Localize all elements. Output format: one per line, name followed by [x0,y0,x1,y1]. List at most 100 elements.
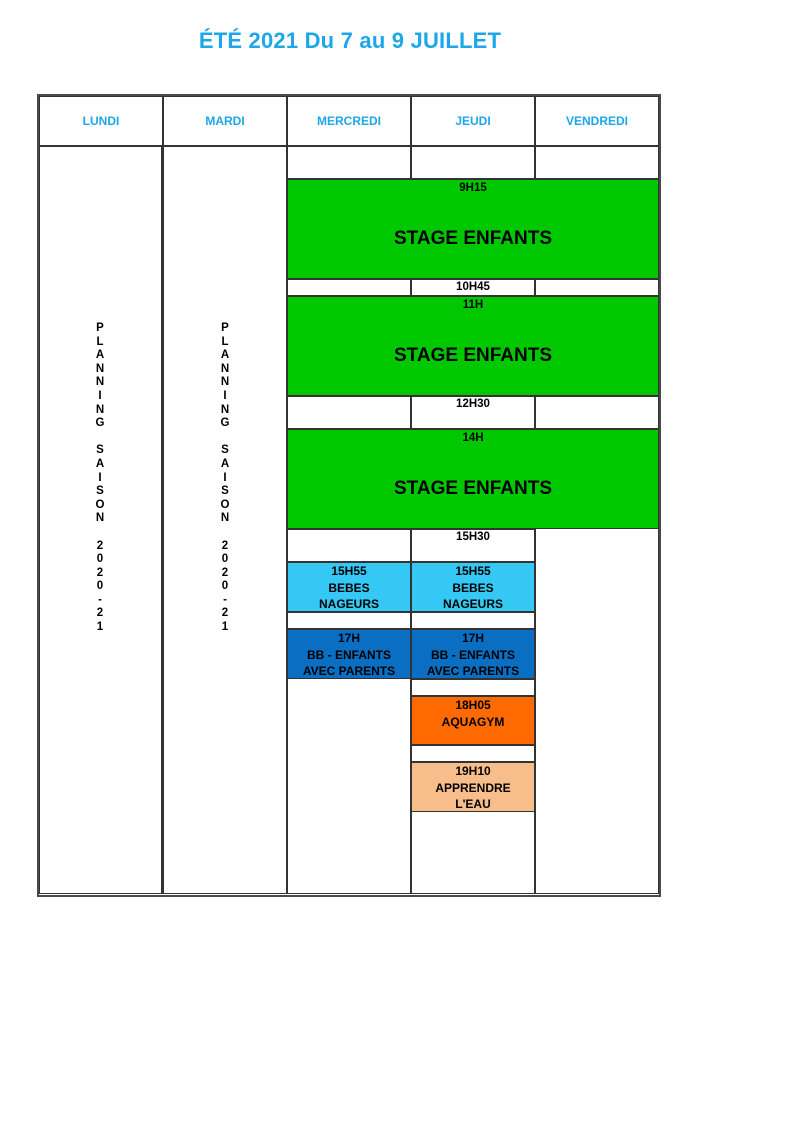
column-tuesday [163,146,287,894]
day-header-monday: LUNDI [39,96,163,146]
page-title: ÉTÉ 2021 Du 7 au 9 JUILLET [198,28,502,53]
empty-cell [535,396,659,429]
empty-cell [287,146,411,179]
empty-cell [287,396,411,429]
vertical-letter: P [96,322,104,334]
thursday-bebes-nageurs: 15H55 BEBES NAGEURS [411,562,535,612]
vertical-letter [90,526,110,540]
vertical-letter: A [95,349,105,362]
vertical-letter [90,431,110,445]
time-cell [411,279,535,296]
vertical-letter: 0 [96,580,104,593]
vertical-letter: A [220,457,230,470]
vertical-letter: 1 [221,621,229,634]
vertical-letter: 2 [221,539,229,552]
thursday-bb-enfants: 17H BB - ENFANTS AVEC PARENTS [411,629,535,679]
vertical-letter: S [221,485,229,498]
wed-bb-line2: AVEC PARENTS [302,664,396,678]
empty-cell [287,279,411,296]
thursday-apprendre-leau: 19H10 APPRENDRE L'EAU [411,762,535,812]
vertical-letter: P [221,322,229,334]
stage-3-label: STAGE ENFANTS [394,478,552,499]
thu-bb-time: 17H [461,631,484,645]
vertical-letter: N [220,403,230,416]
empty-cell [411,612,535,629]
apprendre-line1: APPRENDRE [435,780,511,795]
vertical-letter: G [220,417,230,430]
day-header-wednesday: MERCREDI [287,96,411,146]
stage-3-end-time: 15H30 [456,531,490,543]
wednesday-bebes-nageurs: 15H55 BEBES NAGEURS [287,562,411,612]
vertical-letter: 1 [96,621,104,634]
vertical-letter: O [220,498,230,511]
aquagym-time: 18H05 [455,698,491,712]
stage-2-start-time: 11H [462,299,484,311]
stage-2-label: STAGE ENFANTS [394,345,552,366]
vertical-letter: G [95,417,105,430]
thu-bebes-line2: NAGEURS [442,597,503,611]
empty-cell [535,146,659,179]
vertical-letter: O [95,498,105,511]
vertical-letter: I [223,471,227,484]
vertical-letter: N [95,403,105,416]
vertical-letter [215,526,235,540]
vertical-letter: A [95,457,105,470]
wed-bebes-line2: NAGEURS [318,597,379,611]
day-header-thursday: JEUDI [411,96,535,146]
thu-bebes-line1: BEBES [452,580,494,595]
vertical-letter: 0 [96,553,104,566]
vertical-letter: N [95,376,105,389]
vertical-letter: 2 [96,607,104,620]
wed-bb-time: 17H [337,631,360,645]
vertical-letter: 2 [221,566,229,579]
stage-1-end-time: 10H45 [456,281,490,293]
stage-block-1: 9H15 STAGE ENFANTS [287,179,659,279]
vertical-letter [215,431,235,445]
vertical-letter: N [220,512,230,525]
stage-1-start-time: 9H15 [459,182,487,194]
wednesday-bb-enfants: 17H BB - ENFANTS AVEC PARENTS [287,629,411,679]
vertical-letter: 0 [221,553,229,566]
empty-cell [411,745,535,762]
vertical-letter: S [96,444,104,457]
vertical-letter: 2 [96,539,104,552]
stage-2-end-time: 12H30 [456,398,490,410]
vertical-letter: S [221,444,229,457]
vertical-letter: N [95,512,105,525]
day-header-friday: VENDREDI [535,96,659,146]
vertical-letter: 2 [96,566,104,579]
stage-3-start-time: 14H [462,432,484,444]
vertical-letter: N [95,362,105,375]
column-monday [39,146,163,894]
vertical-letter: 0 [221,580,229,593]
vertical-letter: A [220,349,230,362]
stage-1-label: STAGE ENFANTS [394,228,552,249]
stage-block-3: 14H STAGE ENFANTS [287,429,659,529]
vertical-letter: N [220,376,230,389]
vertical-letter: N [220,362,230,375]
thu-bb-line2: AVEC PARENTS [426,664,520,678]
apprendre-time: 19H10 [455,764,491,778]
vertical-letter: I [98,389,102,402]
vertical-letter: L [96,335,104,348]
time-cell [411,396,535,429]
empty-cell [287,529,411,562]
wed-bebes-time: 15H55 [331,564,367,578]
vertical-letter: - [98,593,102,606]
stage-block-2: 11H STAGE ENFANTS [287,296,659,396]
day-header-tuesday: MARDI [163,96,287,146]
vertical-letter: - [223,593,227,606]
empty-cell [411,679,535,696]
vertical-letter: S [96,485,104,498]
time-cell [411,529,535,562]
apprendre-line2: L'EAU [455,797,491,811]
empty-cell [535,279,659,296]
vertical-letter: I [98,471,102,484]
aquagym-label: AQUAGYM [441,714,505,729]
wed-bb-line1: BB - ENFANTS [307,647,391,662]
thu-bebes-time: 15H55 [455,564,491,578]
vertical-letter: 2 [221,607,229,620]
wed-bebes-line1: BEBES [328,580,370,595]
